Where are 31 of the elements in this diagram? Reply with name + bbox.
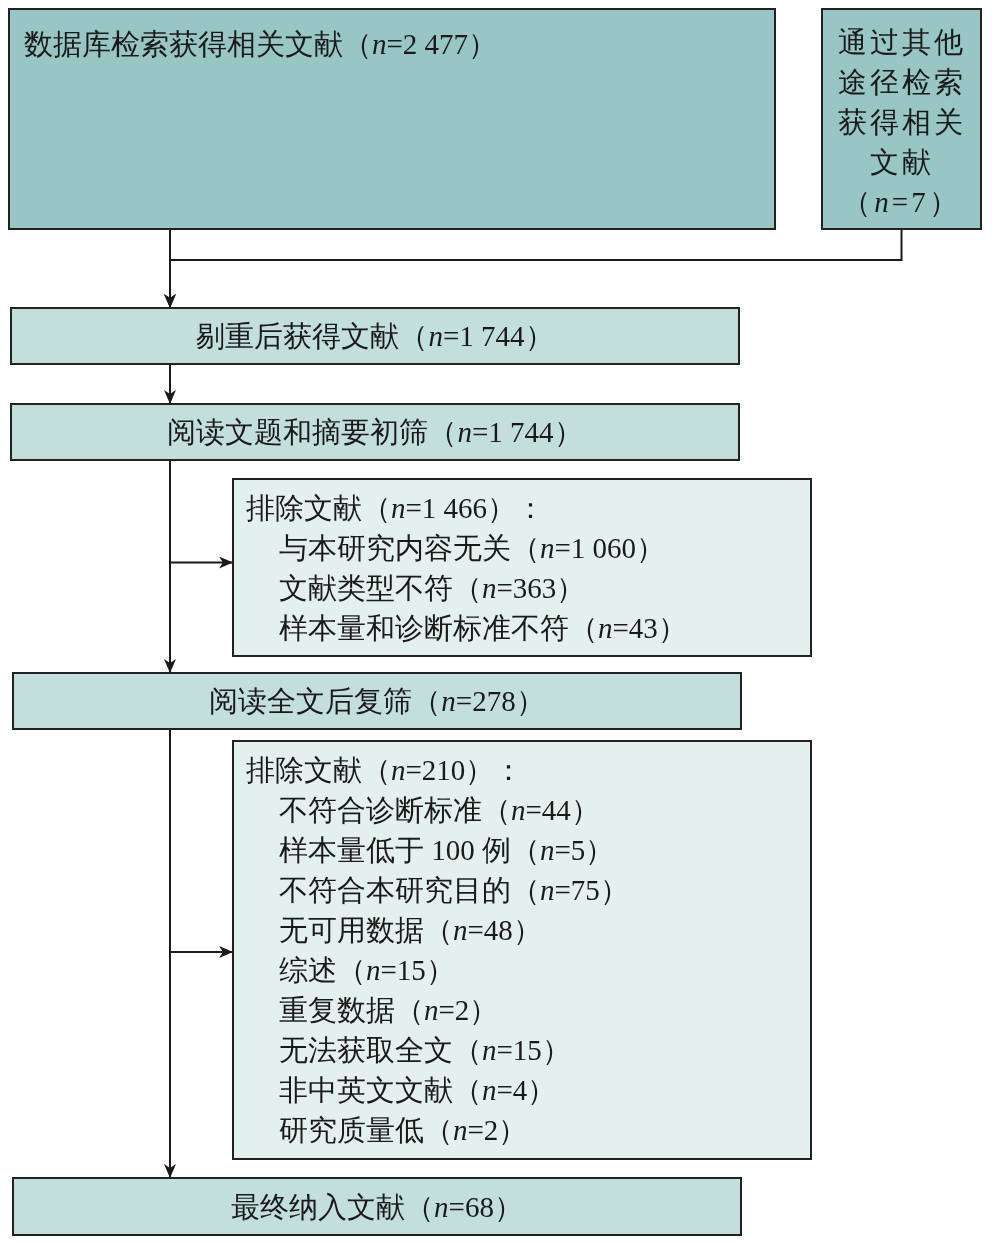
box-text: 最终纳入文献（n=68） [231,1189,523,1225]
process-box [10,403,740,461]
box-text: 阅读全文后复筛（n=278） [209,684,545,719]
list-item: 无可用数据（n=48） [278,913,543,948]
exclusion-box [232,478,812,657]
process-box [10,307,740,365]
result-box [12,1177,742,1236]
source-box [8,8,776,230]
arrow [164,364,176,404]
list-item: 样本量低于 100 例（n=5） [278,833,616,868]
exclusion-box [232,740,812,1160]
list-item: 与本研究内容无关（n=1 060） [278,531,667,566]
box-heading: 排除文献（n=210）： [246,753,525,788]
process-box [12,672,742,730]
list-item: 重复数据（n=2） [278,993,500,1028]
list-item: 不符合本研究目的（n=75） [278,873,630,908]
arrow [164,229,903,308]
arrow [164,460,176,673]
list-item: 非中英文文献（n=4） [278,1073,558,1108]
box-text: 通过其他途径检索获得相关文献（n=7） [836,25,967,220]
list-item: 文献类型不符（n=363） [278,571,587,606]
list-item: 样本量和诊断标准不符（n=43） [278,611,688,646]
list-item: 不符合诊断标准（n=44） [278,793,601,828]
list-item: 无法获取全文（n=15） [278,1033,572,1068]
source-box [821,8,982,230]
list-item: 研究质量低（n=2） [278,1113,529,1148]
list-item: 综述（n=15） [278,953,456,988]
box-text: 阅读文题和摘要初筛（n=1 744） [167,415,583,450]
box-text: 剔重后获得文献（n=1 744） [196,319,554,354]
box-text: 数据库检索获得相关文献（n=2 477） [24,27,499,62]
box-heading: 排除文献（n=1 466）： [246,491,547,526]
